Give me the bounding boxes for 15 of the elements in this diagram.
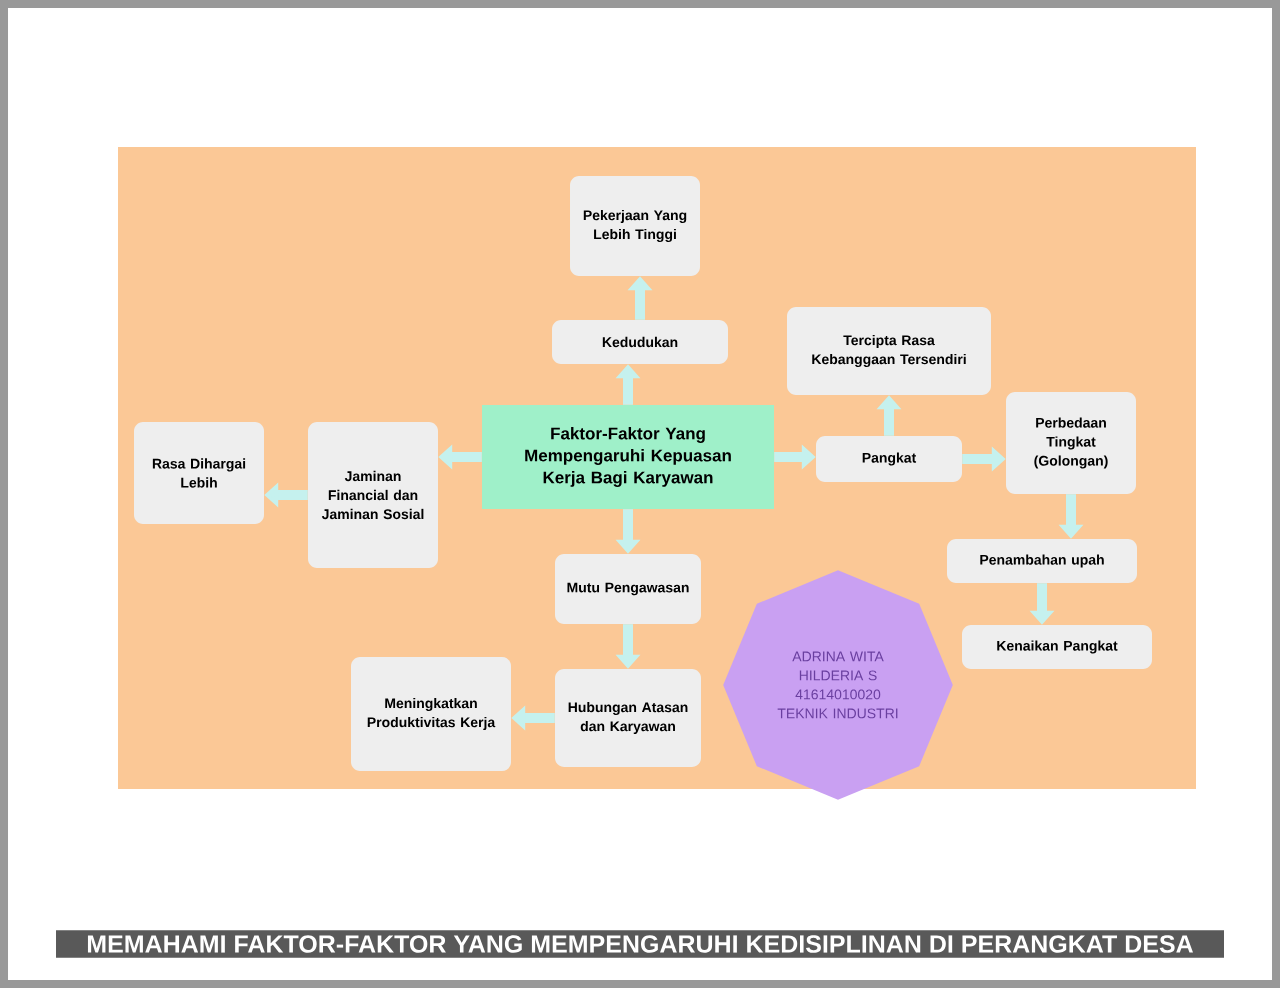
factor-box: Rasa Dihargai Lebih	[134, 422, 264, 524]
factor-box: Perbedaan Tingkat (Golongan)	[1006, 392, 1136, 494]
author-octagon: ADRINA WITA HILDERIA S 41614010020 TEKNIK INDUSTRI	[723, 570, 953, 800]
main-topic-box: Faktor-Faktor Yang Mempengaruhi Kepuasan Kerja Bagi Karyawan	[482, 405, 774, 509]
factor-box: Penambahan upah	[947, 539, 1137, 583]
factor-box: Kedudukan	[552, 320, 728, 364]
caption-banner: MEMAHAMI FAKTOR-FAKTOR YANG MEMPENGARUHI KEDISIPLINAN DI PERANGKAT DESA	[56, 930, 1224, 958]
factor-box: Meningkatkan Produktivitas Kerja	[351, 657, 511, 771]
factor-box: Mutu Pengawasan	[555, 554, 701, 624]
factor-box: Tercipta Rasa Kebanggaan Tersendiri	[787, 307, 991, 395]
factor-box: Jaminan Financial dan Jaminan Sosial	[308, 422, 438, 568]
factor-box: Pangkat	[816, 436, 962, 482]
factor-box: Pekerjaan Yang Lebih Tinggi	[570, 176, 700, 276]
factor-box: Kenaikan Pangkat	[962, 625, 1152, 669]
factor-box: Hubungan Atasan dan Karyawan	[555, 669, 701, 767]
